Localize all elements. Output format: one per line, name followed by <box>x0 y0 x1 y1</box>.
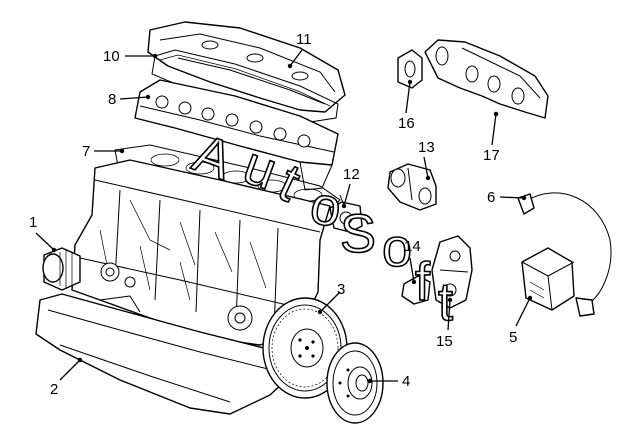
callout-7: 7 <box>82 143 125 160</box>
engine-block <box>71 159 331 346</box>
callout-14: 14 <box>404 238 421 285</box>
leader-dot <box>51 247 57 253</box>
leader-dot <box>341 203 347 209</box>
leader-dot <box>367 378 373 384</box>
callout-number: 10 <box>103 48 120 65</box>
leader-dot <box>527 295 533 301</box>
callout-number: 12 <box>343 166 360 183</box>
thermostat-housing <box>329 194 363 233</box>
leader-dot <box>317 309 323 315</box>
callout-number: 4 <box>402 373 410 390</box>
leader-dot <box>407 79 413 85</box>
leader-line <box>423 156 429 179</box>
valve-cover <box>147 21 346 113</box>
clutch-disc <box>326 342 384 424</box>
pump-assembly <box>401 235 473 309</box>
callout-2: 2 <box>50 357 83 398</box>
leader-line <box>35 232 55 251</box>
exhaust-manifold <box>424 39 549 119</box>
leader-line <box>405 81 411 114</box>
control-unit <box>521 247 575 311</box>
oil-filter <box>42 247 81 291</box>
callout-16: 16 <box>398 79 415 132</box>
leader-line <box>499 196 525 199</box>
leader-line <box>119 96 149 100</box>
leader-dot <box>119 148 125 154</box>
leader-dot <box>287 63 293 69</box>
callout-number: 3 <box>337 281 345 298</box>
leader-line <box>319 291 341 313</box>
callout-3: 3 <box>317 281 345 315</box>
watermark-letter: o <box>382 218 412 278</box>
callout-12: 12 <box>341 166 360 209</box>
leader-dot <box>411 279 417 285</box>
callout-5: 5 <box>509 295 533 346</box>
leader-dot <box>145 94 151 100</box>
callout-1: 1 <box>29 214 57 253</box>
watermark-letter: S <box>340 204 376 264</box>
leader-dot <box>152 53 158 59</box>
sensor-cable <box>517 192 612 317</box>
callout-number: 5 <box>509 329 517 346</box>
leader-line <box>447 299 451 331</box>
leader-line <box>343 183 351 207</box>
leader-dot <box>521 195 527 201</box>
callout-number: 1 <box>29 214 37 231</box>
leader-line <box>59 359 81 381</box>
flywheel <box>262 297 348 399</box>
oil-pan <box>35 293 287 415</box>
callout-number: 13 <box>418 139 435 156</box>
callout-number: 7 <box>82 143 90 160</box>
coolant-housing <box>387 163 437 211</box>
leader-dot <box>425 175 431 181</box>
leader-line <box>515 297 531 327</box>
leader-line <box>491 113 497 146</box>
leader-dot <box>447 297 453 303</box>
callout-number: 15 <box>436 333 453 350</box>
callout-6: 6 <box>487 189 527 206</box>
callout-number: 8 <box>108 91 116 108</box>
callout-number: 2 <box>50 381 58 398</box>
callout-4: 4 <box>367 373 410 390</box>
cylinder-head <box>134 79 339 191</box>
manifold-gasket <box>397 49 423 89</box>
callout-number: 11 <box>296 31 312 48</box>
callout-13: 13 <box>418 139 435 181</box>
watermark-letter: f <box>415 252 431 312</box>
callout-10: 10 <box>103 48 158 65</box>
leader-dot <box>77 357 83 363</box>
callout-number: 17 <box>483 147 500 164</box>
callout-number: 6 <box>487 189 495 206</box>
leader-dot <box>493 111 499 117</box>
callout-17: 17 <box>483 111 500 164</box>
callout-number: 16 <box>398 115 415 132</box>
callout-11: 11 <box>287 31 312 69</box>
leader-line <box>289 49 303 67</box>
callout-number: 14 <box>404 238 421 255</box>
callout-15: 15 <box>436 297 453 350</box>
leader-line <box>409 257 415 283</box>
callout-8: 8 <box>108 91 151 108</box>
